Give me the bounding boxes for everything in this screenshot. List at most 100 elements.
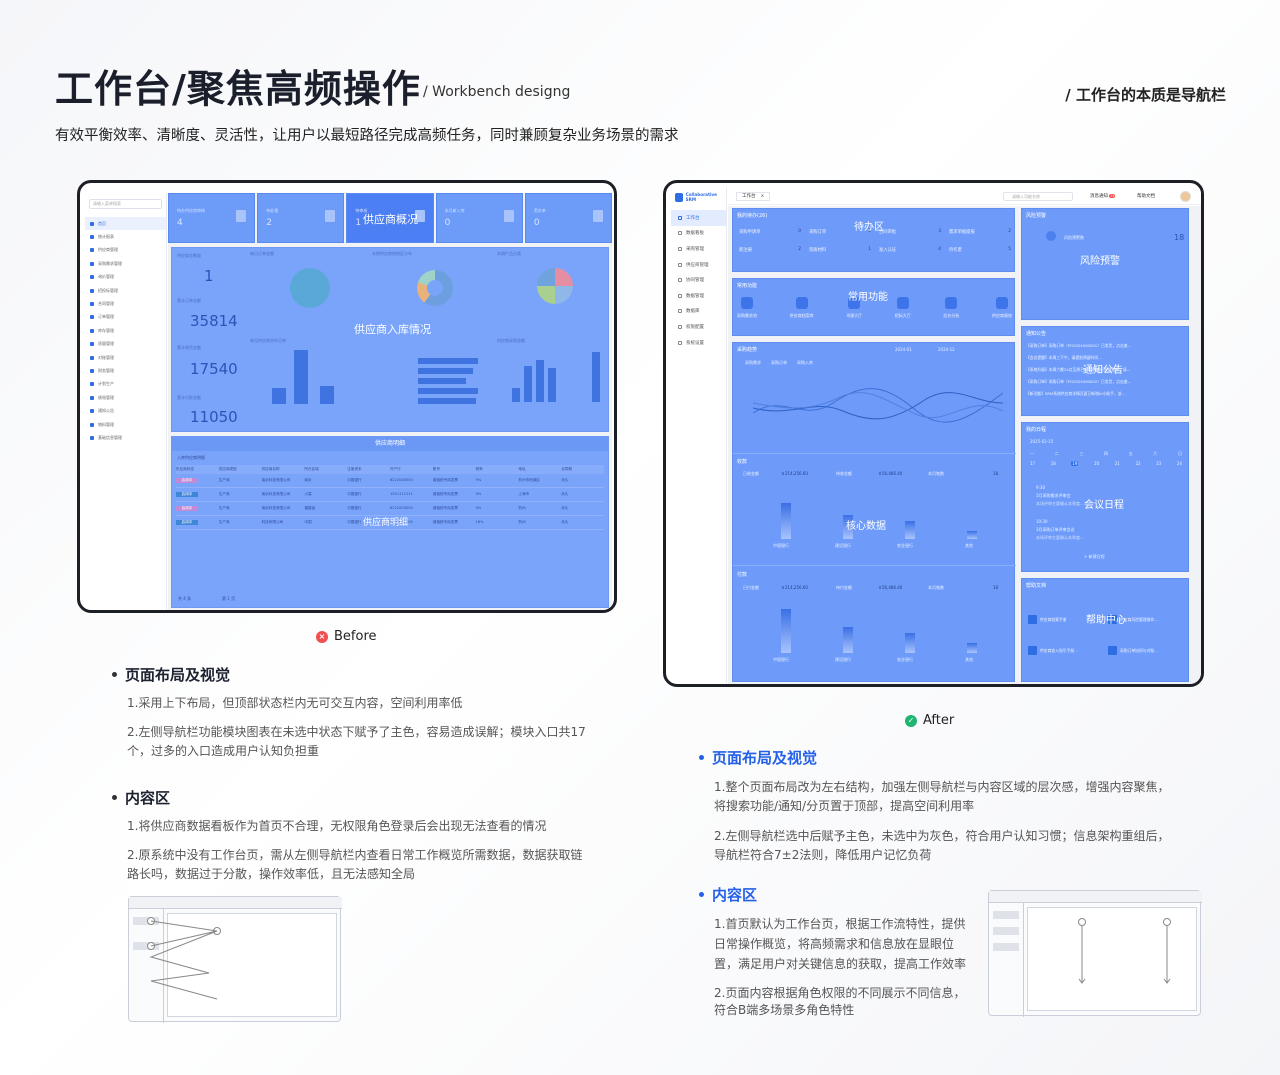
pagination-page[interactable]: 第 1 页	[222, 596, 236, 601]
payment-title: 付款	[737, 572, 748, 578]
close-icon[interactable]: ×	[760, 194, 765, 199]
risk-title: 风险预警	[1026, 213, 1047, 219]
notice-item[interactable]: 【采购订单】采购订单（PO2024000002）已发货，点击查...	[1026, 379, 1132, 384]
event-title[interactable]: 3月采购需求评审会	[1036, 493, 1071, 498]
after-menu-item[interactable]: 工作台	[671, 210, 726, 226]
payment-bar	[967, 643, 977, 653]
before-menu-item[interactable]: 对账管理	[85, 351, 166, 364]
after-menu-item[interactable]: 权限配置	[671, 319, 726, 335]
help-doc-item[interactable]: 供应商准入指引手册...	[1028, 646, 1104, 655]
common-function-item[interactable]: 供应商绩效	[992, 297, 1012, 319]
before-menu-item[interactable]: 询价管理	[85, 271, 166, 284]
before-menu-item[interactable]: 通知公告	[85, 404, 166, 417]
before-menu-item[interactable]: 库存管理	[85, 324, 166, 337]
notice-item[interactable]: 【新功能】SRM系统供应商详情页面已新增AI小助手，该...	[1026, 391, 1126, 396]
folder-icon	[90, 275, 94, 280]
before-menu-item[interactable]: 合同管理	[85, 297, 166, 310]
before-menu-item[interactable]: 物料管理	[85, 418, 166, 431]
table-cell: 中国银行	[347, 520, 362, 524]
avatar[interactable]	[1180, 191, 1191, 202]
notice-title: 通知公告	[1026, 331, 1047, 337]
kpi-value: 1	[355, 218, 362, 228]
before-menu-item[interactable]: 基础信息管理	[85, 431, 166, 444]
after-menu-item[interactable]: 数据库	[671, 304, 726, 320]
todo-label: 资质材料	[809, 248, 827, 253]
todo-label: 准入认证	[879, 248, 897, 253]
calendar-date[interactable]: 17	[1030, 461, 1036, 466]
before-menu-item[interactable]: 绩效管理	[85, 391, 166, 404]
event-desc: 本场评审主要确认本季度...	[1036, 535, 1084, 540]
before-menu-item[interactable]: 财务管理	[85, 364, 166, 377]
error-icon: ×	[316, 630, 328, 643]
column-header: 账号	[432, 467, 440, 471]
app-logo[interactable]: Collaborative SRM	[671, 188, 726, 210]
before-menu-item[interactable]: 计划生产	[85, 378, 166, 391]
notice-item[interactable]: 【系统升级】本周六晚24点至周日6:00将进行系统更新，请...	[1026, 367, 1131, 372]
before-menu-item[interactable]: 采购需求管理	[85, 257, 166, 270]
trend-date-start[interactable]: 2024-01	[895, 347, 912, 352]
after-menu-item[interactable]: 数据看板	[671, 226, 726, 242]
common-function-item[interactable]: 招标大厅	[895, 297, 911, 319]
event-title[interactable]: 3月采购订单评审会议	[1036, 527, 1075, 532]
common-function-item[interactable]: 寻源大厅	[846, 297, 862, 319]
trend-date-end[interactable]: 2024-12	[938, 347, 955, 352]
common-function-item[interactable]: 供应商档案库	[790, 297, 814, 319]
notice-item[interactable]: 【采购订单】采购订单（PO2024000001）已发货，点击查...	[1026, 343, 1132, 348]
before-menu-item[interactable]: 订单管理	[85, 311, 166, 324]
common-function-item[interactable]: 采购需求池	[737, 297, 757, 319]
after-menu-item[interactable]: 采购管理	[671, 241, 726, 257]
calendar-date[interactable]: 20	[1094, 461, 1100, 466]
calendar-date[interactable]: 24	[1176, 461, 1182, 466]
global-search-input[interactable]: 请输入功能名称	[1003, 192, 1073, 201]
stat-value: 35814	[190, 312, 238, 330]
before-menu-item[interactable]: 统计报表	[85, 230, 166, 243]
table-cell: 生产商	[218, 478, 230, 482]
after-menu-item[interactable]: 数据管理	[671, 288, 726, 304]
before-menu-search-input[interactable]: 请输入菜单搜索	[89, 199, 162, 209]
before-menu-item[interactable]: 供应商管理	[85, 244, 166, 257]
tab-workbench[interactable]: 工作台×	[736, 192, 771, 201]
menu-label: 供应商管理	[686, 262, 709, 268]
calendar-date[interactable]: 23	[1156, 461, 1162, 466]
after-menu-item[interactable]: 系统设置	[671, 335, 726, 351]
new-schedule-button[interactable]: + 新建日程	[1084, 554, 1105, 559]
before-overlay-detail: 供应商明细	[363, 518, 409, 528]
before-menu-item[interactable]: 首页	[85, 217, 166, 231]
before-menu-item[interactable]: 招投标管理	[85, 284, 166, 297]
risk-label: 风险预警数	[1064, 235, 1084, 240]
help-doc-item[interactable]: 供应商档案手册	[1028, 615, 1104, 624]
notice-item[interactable]: 【会议提醒】本周三下午，请提前预留时间...	[1026, 355, 1102, 360]
help-doc-item[interactable]: 采购订单协同与对账...	[1108, 646, 1184, 655]
help-doc-item[interactable]: 供应商风险管理操作...	[1108, 615, 1184, 624]
calendar-date[interactable]: 22	[1135, 461, 1141, 466]
common-function-item[interactable]: 比价分析	[943, 297, 959, 319]
calendar-date[interactable]: 18	[1050, 461, 1056, 466]
calendar-date[interactable]: 19	[1071, 461, 1079, 466]
after-menu-item[interactable]: 协同管理	[671, 272, 726, 288]
schedule-date[interactable]: 2025-02-15	[1030, 439, 1054, 444]
calendar-date[interactable]: 21	[1114, 461, 1120, 466]
after-menu-item[interactable]: 供应商管理	[671, 257, 726, 273]
help-doc-button[interactable]: 帮助文档	[1137, 194, 1155, 199]
payment-k1: ￥214,256.60	[781, 585, 808, 590]
before-menu-item[interactable]: 质量管理	[85, 338, 166, 351]
